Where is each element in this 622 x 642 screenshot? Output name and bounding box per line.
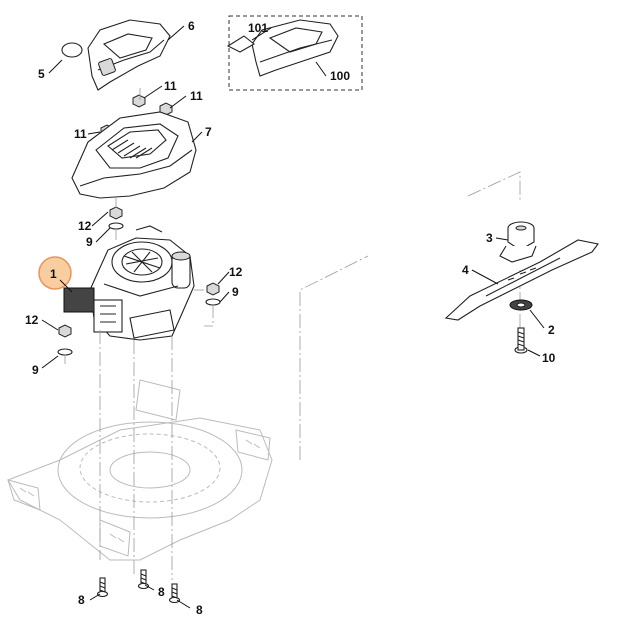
deck-bolts-part-8 <box>96 569 181 604</box>
label-part-3: 3 <box>486 231 493 245</box>
label-part-9a: 9 <box>86 235 93 249</box>
label-part-8c: 8 <box>196 603 203 617</box>
assembly-lines <box>64 88 521 580</box>
label-part-12c: 12 <box>25 313 39 327</box>
label-part-1: 1 <box>50 267 57 281</box>
label-part-100: 100 <box>330 69 350 83</box>
label-part-9c: 9 <box>32 363 39 377</box>
leader-lines <box>41 25 545 609</box>
label-part-8b: 8 <box>158 585 165 599</box>
cover-variant-100[interactable] <box>251 19 339 77</box>
nut-12c[interactable] <box>58 324 72 338</box>
nut-11a[interactable] <box>132 94 146 108</box>
optional-cover-group <box>226 15 363 91</box>
label-part-6: 6 <box>188 19 195 33</box>
engine-part-1[interactable] <box>63 225 195 341</box>
label-part-8a: 8 <box>78 593 85 607</box>
blade-part-4[interactable] <box>444 239 599 321</box>
top-cover-part-6[interactable] <box>87 19 171 91</box>
bolt-8a[interactable] <box>96 577 109 598</box>
blade-adapter-part-3[interactable] <box>499 221 537 263</box>
callout-labels: 1 2 3 4 5 6 7 8 8 8 9 9 9 10 11 11 11 12… <box>25 19 556 617</box>
engine-shroud-part-7[interactable] <box>71 111 197 199</box>
label-part-2: 2 <box>548 323 555 337</box>
label-part-12a: 12 <box>78 219 92 233</box>
mower-deck-ghost <box>7 379 273 561</box>
label-part-12b: 12 <box>229 265 243 279</box>
nut-12a[interactable] <box>109 206 123 220</box>
oval-cap-part-5[interactable] <box>61 42 83 58</box>
label-part-4: 4 <box>462 263 469 277</box>
label-part-11a: 11 <box>164 79 177 93</box>
nut-12b[interactable] <box>206 282 220 296</box>
bolt-8b[interactable] <box>137 569 150 590</box>
washer-part-2[interactable] <box>509 299 533 311</box>
label-part-9b: 9 <box>232 285 239 299</box>
cover-variant-101[interactable] <box>226 35 255 53</box>
label-part-5: 5 <box>38 67 45 81</box>
bolt-8c[interactable] <box>168 583 181 604</box>
optional-variant-box <box>228 15 363 91</box>
label-part-11c: 11 <box>74 127 87 141</box>
part-1-highlight[interactable] <box>38 256 72 290</box>
label-part-101: 101 <box>248 21 268 35</box>
label-part-11b: 11 <box>190 89 203 103</box>
label-part-7: 7 <box>205 125 212 139</box>
blade-bolt-part-10[interactable] <box>514 327 528 354</box>
label-part-10: 10 <box>542 351 556 365</box>
